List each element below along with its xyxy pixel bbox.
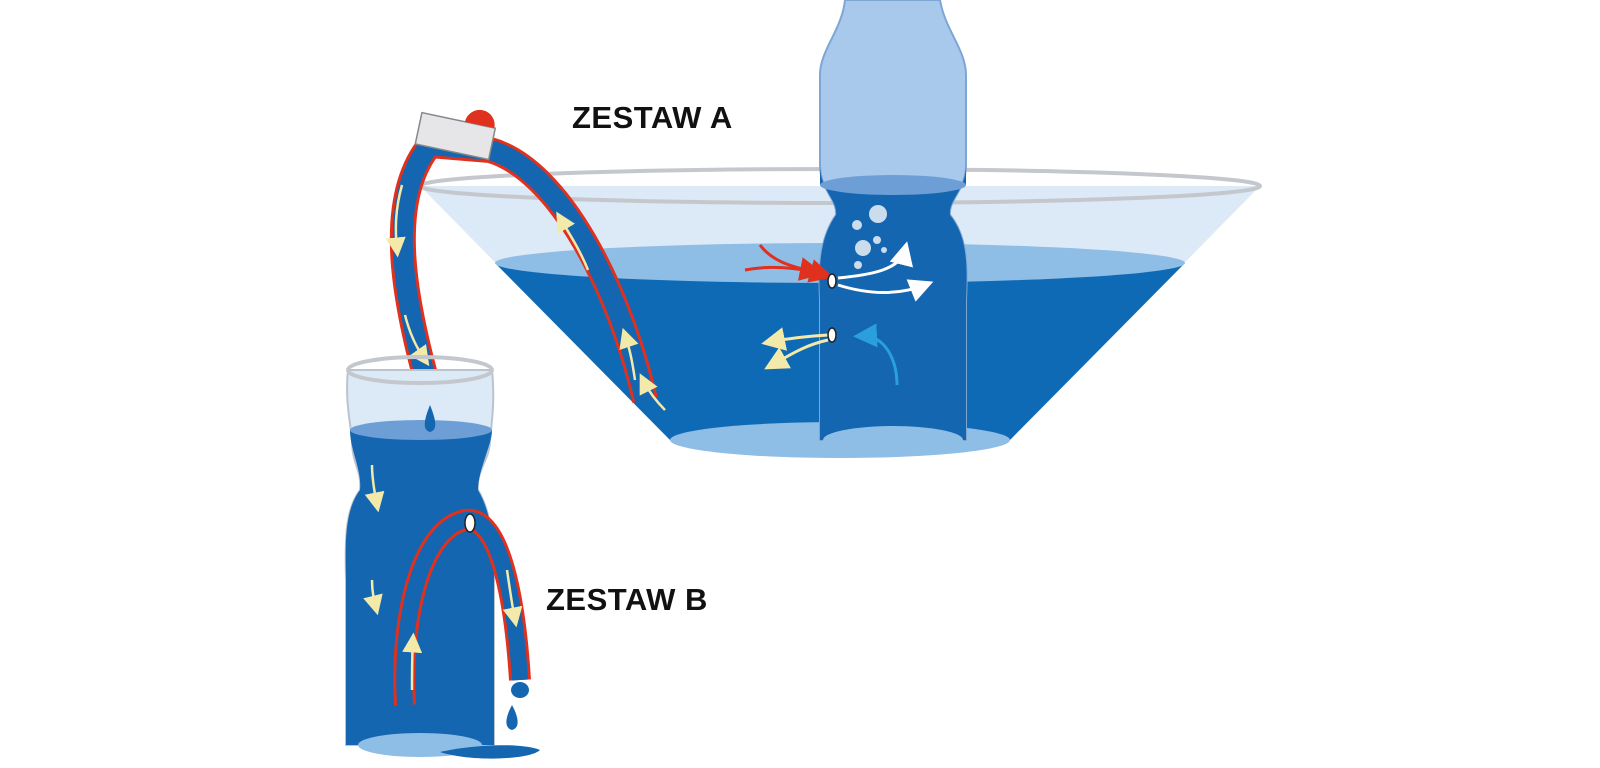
outflow-arrow: [764, 338, 829, 370]
hole-upper: [827, 273, 837, 289]
hole-b: [464, 513, 476, 533]
set-b-label: ZESTAW B: [546, 582, 708, 617]
drop: [424, 405, 436, 432]
outflow-arrow: [761, 327, 829, 351]
hole-lower: [827, 327, 837, 343]
bottle-b: [344, 355, 531, 757]
puddle: [440, 745, 540, 759]
air-arrow-white: [837, 241, 913, 280]
drop: [506, 705, 518, 730]
water-drops: [424, 405, 540, 759]
air-arrow-white: [837, 279, 934, 302]
bottle-b-rim: [346, 355, 494, 385]
air-bubbles: [852, 205, 887, 269]
set-a-label: ZESTAW A: [572, 100, 733, 135]
valve-clip: [414, 109, 497, 161]
inflow-arrow-blue: [853, 323, 899, 386]
bottle-a: [744, 0, 968, 454]
inflow-arrow-red: [744, 257, 824, 281]
